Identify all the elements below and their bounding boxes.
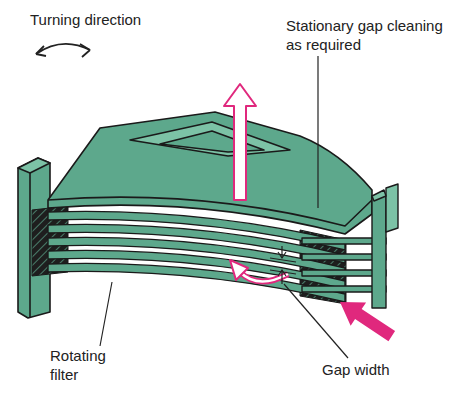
leader-lines (100, 56, 348, 358)
gap-label: Gap width (322, 360, 442, 379)
cleaning-comb (302, 184, 398, 308)
turning-arrow (36, 44, 90, 57)
filter-label: Rotating filter (50, 346, 130, 384)
direction-label: Turning direction (30, 10, 190, 29)
outflow-arrow (224, 84, 256, 200)
inflow-arrow (332, 290, 399, 348)
cleaning-label: Stationary gap cleaning as required (286, 16, 446, 54)
flow-arrow (230, 260, 288, 282)
top-lid (48, 112, 372, 234)
filter-plates (48, 211, 345, 302)
